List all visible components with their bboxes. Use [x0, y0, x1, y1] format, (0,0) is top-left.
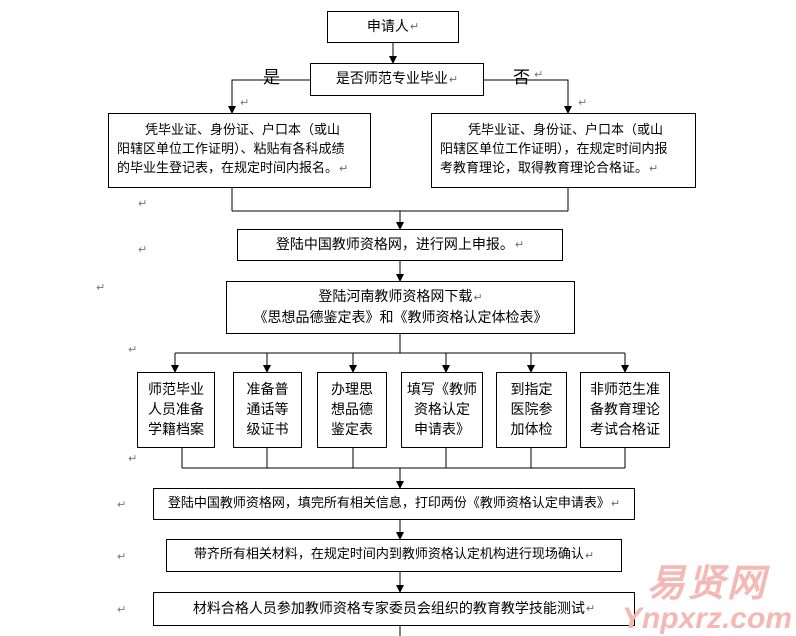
- text-line: 备教育理论: [590, 401, 660, 418]
- paragraph-mark: ↵: [128, 452, 138, 465]
- paragraph-mark: ↵: [473, 291, 483, 305]
- node-applicant-label: 申请人: [366, 18, 409, 35]
- paragraph-mark: ↵: [117, 550, 127, 563]
- text-line: 申请表》: [414, 422, 470, 439]
- text-line: 阳辖区单位工作证明），在规定时间内报: [440, 142, 668, 158]
- text-line: 医院参: [510, 401, 553, 418]
- text-line: 凭毕业证、身份证、户口本（或山: [468, 123, 664, 139]
- paragraph-mark: ↵: [649, 161, 659, 175]
- node-step-theory-cert: 非师范生准备教育理论考试合格证: [580, 372, 670, 448]
- paragraph-mark: ↵: [585, 602, 596, 616]
- paragraph-mark: ↵: [409, 20, 420, 34]
- node-step-moral-form: 办理思想品德鉴定表: [317, 372, 387, 448]
- node-print-forms: 登陆中国教师资格网，填完所有相关信息，打印两份《教师资格认定申请表》↵: [153, 488, 635, 520]
- text-line: 鉴定表: [331, 422, 373, 439]
- text-line: 凭毕业证、身份证、户口本（或山: [145, 123, 341, 139]
- node-left-branch-text: 凭毕业证、身份证、户口本（或山 阳辖区单位工作证明）、粘贴有各科成绩 的毕业生登…: [117, 122, 348, 179]
- paragraph-mark: ↵: [514, 238, 525, 252]
- text-line: 人员准备: [148, 401, 204, 418]
- node-download-forms-text: 登陆河南教师资格网下载↵ 《思想品德鉴定表》和《教师资格认定体检表》: [254, 287, 548, 328]
- paragraph-mark: ↵: [128, 343, 138, 356]
- node-right-branch-text: 凭毕业证、身份证、户口本（或山 阳辖区单位工作证明），在规定时间内报 考教育理论…: [440, 122, 668, 179]
- text-line: 资格认定: [414, 401, 470, 418]
- node-skills-test: 材料合格人员参加教师资格专家委员会组织的教育教学技能测试↵: [153, 592, 635, 626]
- text-line: 填写《教师: [407, 381, 477, 398]
- paragraph-mark: ↵: [117, 603, 127, 616]
- text-line: 想品德: [331, 401, 373, 418]
- text-line: 非师范生准: [590, 381, 660, 398]
- watermark-cn: 易贤网: [646, 563, 767, 605]
- paragraph-mark: ↵: [610, 497, 621, 511]
- node-step-application-form: 填写《教师资格认定申请表》: [401, 372, 483, 448]
- text-line: 级证书: [246, 422, 289, 439]
- text-line: 登陆河南教师资格网下载: [318, 289, 473, 306]
- site-watermark: 易贤网 Ynpxrz.com: [622, 564, 792, 634]
- paragraph-mark: ↵: [138, 197, 148, 210]
- node-applicant: 申请人↵: [327, 11, 459, 43]
- paragraph-mark: ↵: [240, 96, 250, 109]
- node-step-mandarin: 准备普通话等级证书: [233, 372, 302, 448]
- text-line: 《思想品德鉴定表》和《教师资格认定体检表》: [253, 309, 548, 326]
- paragraph-mark: ↵: [96, 281, 106, 294]
- branch-label-no: 否: [513, 68, 530, 88]
- paragraph-mark: ↵: [584, 548, 595, 562]
- paragraph-mark: ↵: [339, 161, 349, 175]
- node-onsite-confirm-label: 带齐所有相关材料，在规定时间内到教师资格认定机构进行现场确认: [193, 547, 584, 563]
- paragraph-mark: ↵: [138, 243, 148, 256]
- paragraph-mark: ↵: [448, 72, 459, 86]
- text-line: 学籍档案: [148, 422, 204, 439]
- text-line: 考教育理论，取得教育理论合格证。: [440, 160, 649, 176]
- branch-label-yes: 是: [263, 68, 280, 88]
- paragraph-mark: ↵: [117, 498, 127, 511]
- text-line: 的毕业生登记表，在规定时间内报名。: [117, 160, 339, 176]
- watermark-en: Ynpxrz.com: [621, 602, 792, 635]
- node-download-forms: 登陆河南教师资格网下载↵ 《思想品德鉴定表》和《教师资格认定体检表》: [226, 281, 575, 334]
- node-step-archive: 师范毕业人员准备学籍档案: [137, 372, 215, 448]
- text-line: 考试合格证: [590, 422, 660, 439]
- node-skills-test-label: 材料合格人员参加教师资格专家委员会组织的教育教学技能测试: [192, 600, 585, 617]
- text-line: 办理思: [331, 381, 373, 398]
- text-line: 师范毕业: [148, 381, 204, 398]
- text-line: 准备普: [246, 381, 289, 398]
- text-line: 到指定: [510, 381, 553, 398]
- text-line: 通话等: [246, 401, 289, 418]
- paragraph-mark: ↵: [534, 68, 544, 81]
- node-normal-grad-label: 是否师范专业毕业: [335, 71, 448, 88]
- node-left-branch: 凭毕业证、身份证、户口本（或山 阳辖区单位工作证明）、粘贴有各科成绩 的毕业生登…: [108, 113, 371, 188]
- text-line: 加体检: [510, 422, 553, 439]
- paragraph-mark: ↵: [578, 96, 588, 109]
- node-online-application-label: 登陆中国教师资格网，进行网上申报。: [275, 236, 514, 253]
- text-line: 阳辖区单位工作证明）、粘贴有各科成绩: [117, 142, 345, 158]
- node-print-forms-label: 登陆中国教师资格网，填完所有相关信息，打印两份《教师资格认定申请表》: [167, 495, 610, 511]
- node-online-application: 登陆中国教师资格网，进行网上申报。↵: [237, 229, 563, 261]
- node-normal-grad-decision: 是否师范专业毕业↵: [310, 63, 484, 96]
- node-step-medical: 到指定医院参加体检: [496, 372, 567, 448]
- node-onsite-confirm: 带齐所有相关材料，在规定时间内到教师资格认定机构进行现场确认↵: [166, 539, 622, 572]
- node-right-branch: 凭毕业证、身份证、户口本（或山 阳辖区单位工作证明），在规定时间内报 考教育理论…: [431, 113, 696, 188]
